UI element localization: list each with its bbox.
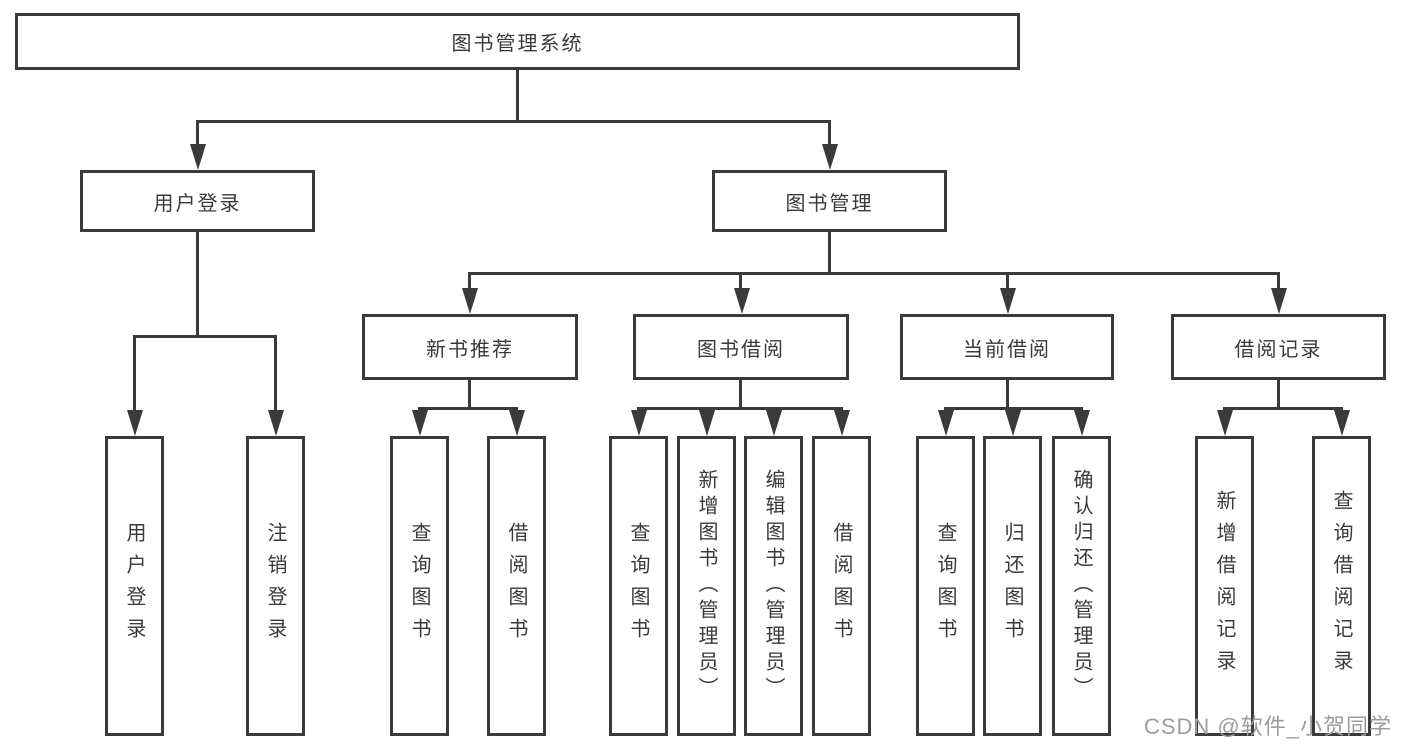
arrow-down-icon [822, 144, 838, 170]
arrow-down-icon [127, 410, 143, 436]
connector-records-hbar [1223, 407, 1343, 410]
arrow-down-icon [766, 410, 782, 436]
leaf-records-add-record-label: 新增借阅记录 [1213, 490, 1235, 682]
leaf-current-query-book-label: 查询图书 [934, 522, 956, 650]
leaf-user-login: 用户登录 [105, 436, 164, 736]
arrow-down-icon [699, 410, 715, 436]
leaf-borrow-query-book: 查询图书 [609, 436, 668, 736]
leaf-borrow-edit-book-admin-label: 编辑图书（管理员） [762, 469, 784, 703]
leaf-records-query-record-label: 查询借阅记录 [1330, 490, 1352, 682]
connector-login-hbar [133, 335, 277, 338]
arrow-down-icon [734, 288, 750, 314]
arrow-down-icon [1334, 410, 1350, 436]
leaf-recommend-borrow-book-label: 借阅图书 [505, 522, 527, 650]
node-borrow-records: 借阅记录 [1171, 314, 1386, 380]
connector-recommend-hbar [418, 407, 518, 410]
arrow-down-icon [1005, 410, 1021, 436]
arrow-down-icon [268, 410, 284, 436]
leaf-borrow-edit-book-admin: 编辑图书（管理员） [744, 436, 803, 736]
leaf-recommend-query-book: 查询图书 [390, 436, 449, 736]
connector-borrow-stem [739, 380, 742, 407]
node-root: 图书管理系统 [15, 13, 1020, 70]
node-user-login: 用户登录 [80, 170, 315, 232]
node-book-borrow: 图书借阅 [633, 314, 849, 380]
arrow-down-icon [462, 288, 478, 314]
arrow-down-icon [1271, 288, 1287, 314]
connector-drop-user-login [196, 120, 199, 150]
connector-borrow-hbar [637, 407, 843, 410]
connector-root-stem [516, 70, 519, 120]
leaf-current-query-book: 查询图书 [916, 436, 975, 736]
connector-records-stem [1277, 380, 1280, 407]
connector-drop-login-leaf [133, 335, 136, 413]
node-book-management: 图书管理 [712, 170, 947, 232]
leaf-borrow-query-book-label: 查询图书 [627, 522, 649, 650]
node-new-book-recommend-label: 新书推荐 [426, 338, 514, 361]
connector-drop-borrow [739, 272, 742, 290]
connector-drop-recommend [468, 272, 471, 290]
connector-drop-current [1006, 272, 1009, 290]
leaf-current-confirm-return-admin: 确认归还（管理员） [1052, 436, 1111, 736]
leaf-logout-label: 注销登录 [264, 522, 286, 650]
arrow-down-icon [938, 410, 954, 436]
leaf-borrow-borrow-book: 借阅图书 [812, 436, 871, 736]
leaf-records-add-record: 新增借阅记录 [1195, 436, 1254, 736]
connector-recommend-stem [468, 380, 471, 407]
arrow-down-icon [1000, 288, 1016, 314]
arrow-down-icon [1074, 410, 1090, 436]
connector-drop-book-management [828, 120, 831, 150]
connector-current-stem [1006, 380, 1009, 407]
arrow-down-icon [631, 410, 647, 436]
csdn-watermark: CSDN @软件_小贺同学 [1143, 714, 1392, 739]
arrow-down-icon [1217, 410, 1233, 436]
leaf-recommend-query-book-label: 查询图书 [408, 522, 430, 650]
node-book-borrow-label: 图书借阅 [697, 338, 785, 361]
connector-login-stem [196, 232, 199, 335]
arrow-down-icon [834, 410, 850, 436]
leaf-borrow-add-book-admin: 新增图书（管理员） [677, 436, 736, 736]
leaf-current-return-book-label: 归还图书 [1001, 522, 1023, 650]
node-user-login-label: 用户登录 [153, 192, 242, 215]
leaf-borrow-add-book-admin-label: 新增图书（管理员） [695, 469, 717, 703]
arrow-down-icon [412, 410, 428, 436]
leaf-borrow-borrow-book-label: 借阅图书 [830, 522, 852, 650]
connector-management-hbar [468, 272, 1280, 275]
arrow-down-icon [509, 410, 525, 436]
node-borrow-records-label: 借阅记录 [1234, 338, 1323, 361]
leaf-logout: 注销登录 [246, 436, 305, 736]
node-book-management-label: 图书管理 [785, 192, 874, 215]
node-current-borrow: 当前借阅 [900, 314, 1114, 380]
connector-drop-records [1277, 272, 1280, 290]
connector-root-hbar [196, 120, 831, 123]
arrow-down-icon [190, 144, 206, 170]
node-current-borrow-label: 当前借阅 [963, 338, 1051, 361]
node-root-label: 图书管理系统 [451, 33, 584, 55]
leaf-current-confirm-return-admin-label: 确认归还（管理员） [1070, 469, 1092, 703]
leaf-recommend-borrow-book: 借阅图书 [487, 436, 546, 736]
node-new-book-recommend: 新书推荐 [362, 314, 578, 380]
leaf-records-query-record: 查询借阅记录 [1312, 436, 1371, 736]
leaf-user-login-label: 用户登录 [123, 522, 145, 650]
leaf-current-return-book: 归还图书 [983, 436, 1042, 736]
connector-management-stem [828, 232, 831, 272]
connector-drop-logout-leaf [274, 335, 277, 413]
